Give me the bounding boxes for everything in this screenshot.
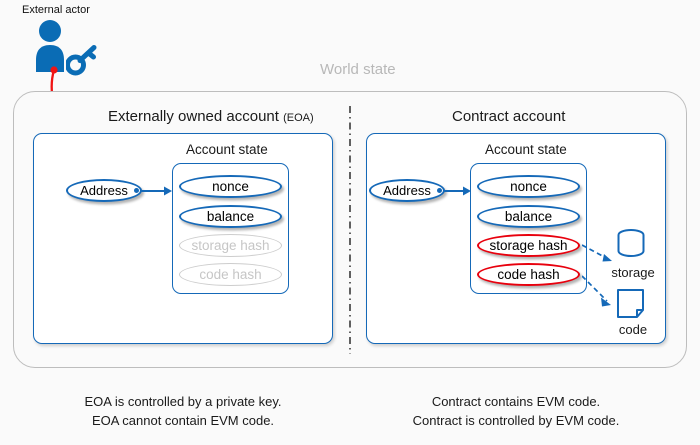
panel-title-eoa-suffix: (EOA) bbox=[283, 112, 314, 124]
caption-eoa: EOA is controlled by a private key. EOA … bbox=[33, 392, 333, 430]
world-state-label: World state bbox=[320, 61, 396, 78]
account-state-title-eoa: Account state bbox=[186, 142, 268, 157]
caption-eoa-line-1: EOA is controlled by a private key. bbox=[84, 394, 282, 409]
person-icon bbox=[36, 20, 64, 72]
panel-title-eoa: Externally owned account (EOA) bbox=[108, 108, 314, 125]
address-arrow-contract bbox=[443, 186, 471, 196]
world-state-label-wrap: World state bbox=[312, 61, 404, 79]
account-state-title-contract: Account state bbox=[485, 142, 567, 157]
address-ellipse-eoa: Address bbox=[66, 179, 142, 202]
field-code-hash-contract: code hash bbox=[477, 263, 580, 286]
field-storage-hash-eoa: storage hash bbox=[179, 234, 282, 257]
field-balance-eoa: balance bbox=[179, 205, 282, 228]
code-icon-label: code bbox=[618, 322, 648, 337]
caption-contract-line-2: Contract is controlled by EVM code. bbox=[412, 413, 620, 428]
field-nonce-contract: nonce bbox=[477, 175, 580, 198]
field-balance-contract: balance bbox=[477, 205, 580, 228]
panel-title-contract: Contract account bbox=[452, 108, 565, 125]
panel-title-contract-main: Contract account bbox=[452, 108, 566, 125]
document-page-icon bbox=[617, 289, 644, 318]
caption-eoa-line-2: EOA cannot contain EVM code. bbox=[91, 413, 275, 428]
database-cylinder-icon bbox=[617, 229, 645, 257]
address-arrow-eoa bbox=[140, 186, 172, 196]
field-nonce-eoa: nonce bbox=[179, 175, 282, 198]
address-anchor-dot-eoa bbox=[134, 188, 139, 193]
external-actor-label: External actor bbox=[22, 4, 90, 16]
caption-contract-line-1: Contract contains EVM code. bbox=[431, 394, 601, 409]
panel-title-eoa-main: Externally owned account bbox=[108, 108, 279, 125]
address-anchor-dot-contract bbox=[437, 188, 442, 193]
code-hash-link-arrow bbox=[582, 275, 611, 307]
caption-contract: Contract contains EVM code. Contract is … bbox=[366, 392, 666, 430]
field-storage-hash-contract: storage hash bbox=[477, 234, 580, 257]
storage-hash-link-arrow bbox=[582, 244, 612, 262]
storage-icon-label: storage bbox=[611, 265, 655, 280]
address-ellipse-contract: Address bbox=[369, 179, 445, 202]
field-code-hash-eoa: code hash bbox=[179, 263, 282, 286]
key-icon bbox=[66, 45, 97, 76]
